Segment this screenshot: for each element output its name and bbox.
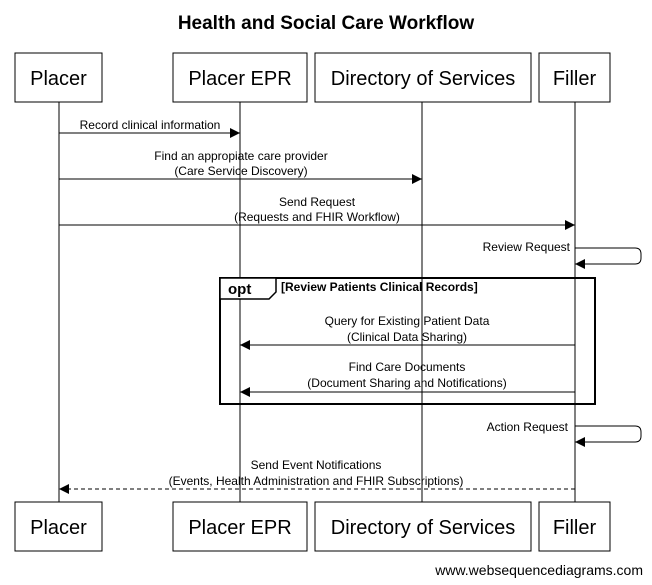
actor-filler-bottom: Filler xyxy=(538,501,611,552)
message-label: Action Request xyxy=(487,420,569,434)
message-label: Find an appropiate care provider xyxy=(154,149,327,163)
message-send-request: Send Request (Requests and FHIR Workflow… xyxy=(59,195,575,230)
message-action-request: Action Request xyxy=(487,420,642,447)
actor-filler-top: Filler xyxy=(538,52,611,103)
message-sublabel: (Document Sharing and Notifications) xyxy=(307,376,506,390)
actor-label: Directory of Services xyxy=(331,517,516,539)
actor-label: Placer EPR xyxy=(188,68,291,90)
message-find-care-documents: Find Care Documents (Document Sharing an… xyxy=(240,360,575,397)
opt-frame xyxy=(219,277,596,405)
message-sublabel: (Care Service Discovery) xyxy=(174,164,307,178)
actor-placer-bottom: Placer xyxy=(14,501,103,552)
message-send-event-notifications: Send Event Notifications (Events, Health… xyxy=(59,458,575,494)
self-message-arrow xyxy=(575,247,642,269)
opt-label-tab xyxy=(219,277,277,300)
actor-label: Placer xyxy=(30,517,87,539)
actor-label: Directory of Services xyxy=(331,68,516,90)
self-message-arrow xyxy=(575,425,642,447)
actor-placer-epr-bottom: Placer EPR xyxy=(172,501,308,552)
message-query-patient-data: Query for Existing Patient Data (Clinica… xyxy=(240,314,575,350)
opt-fragment: opt [Review Patients Clinical Records] xyxy=(219,277,596,405)
actor-directory-of-services-top: Directory of Services xyxy=(314,52,532,103)
message-label: Record clinical information xyxy=(80,118,221,132)
message-label: Query for Existing Patient Data xyxy=(325,314,490,328)
message-sublabel: (Events, Health Administration and FHIR … xyxy=(169,474,464,488)
message-label: Send Request xyxy=(279,195,356,209)
actor-label: Filler xyxy=(553,517,597,539)
actor-label: Placer xyxy=(30,68,87,90)
actor-label: Filler xyxy=(553,68,597,90)
actor-directory-of-services-bottom: Directory of Services xyxy=(314,501,532,552)
message-label: Find Care Documents xyxy=(349,360,466,374)
footer-link[interactable]: www.websequencediagrams.com xyxy=(434,562,643,578)
message-find-care-provider: Find an appropiate care provider (Care S… xyxy=(59,149,422,184)
message-label: Send Event Notifications xyxy=(251,458,382,472)
actor-placer-epr-top: Placer EPR xyxy=(172,52,308,103)
opt-guard: [Review Patients Clinical Records] xyxy=(281,280,478,294)
diagram-title: Health and Social Care Workflow xyxy=(178,13,475,34)
message-sublabel: (Clinical Data Sharing) xyxy=(347,330,467,344)
actor-label: Placer EPR xyxy=(188,517,291,539)
opt-operator: opt xyxy=(228,281,251,298)
lifelines xyxy=(58,102,576,502)
message-record-clinical-information: Record clinical information xyxy=(59,118,240,138)
message-review-request: Review Request xyxy=(483,240,642,269)
message-sublabel: (Requests and FHIR Workflow) xyxy=(234,210,400,224)
actor-placer-top: Placer xyxy=(14,52,103,103)
message-label: Review Request xyxy=(483,240,571,254)
